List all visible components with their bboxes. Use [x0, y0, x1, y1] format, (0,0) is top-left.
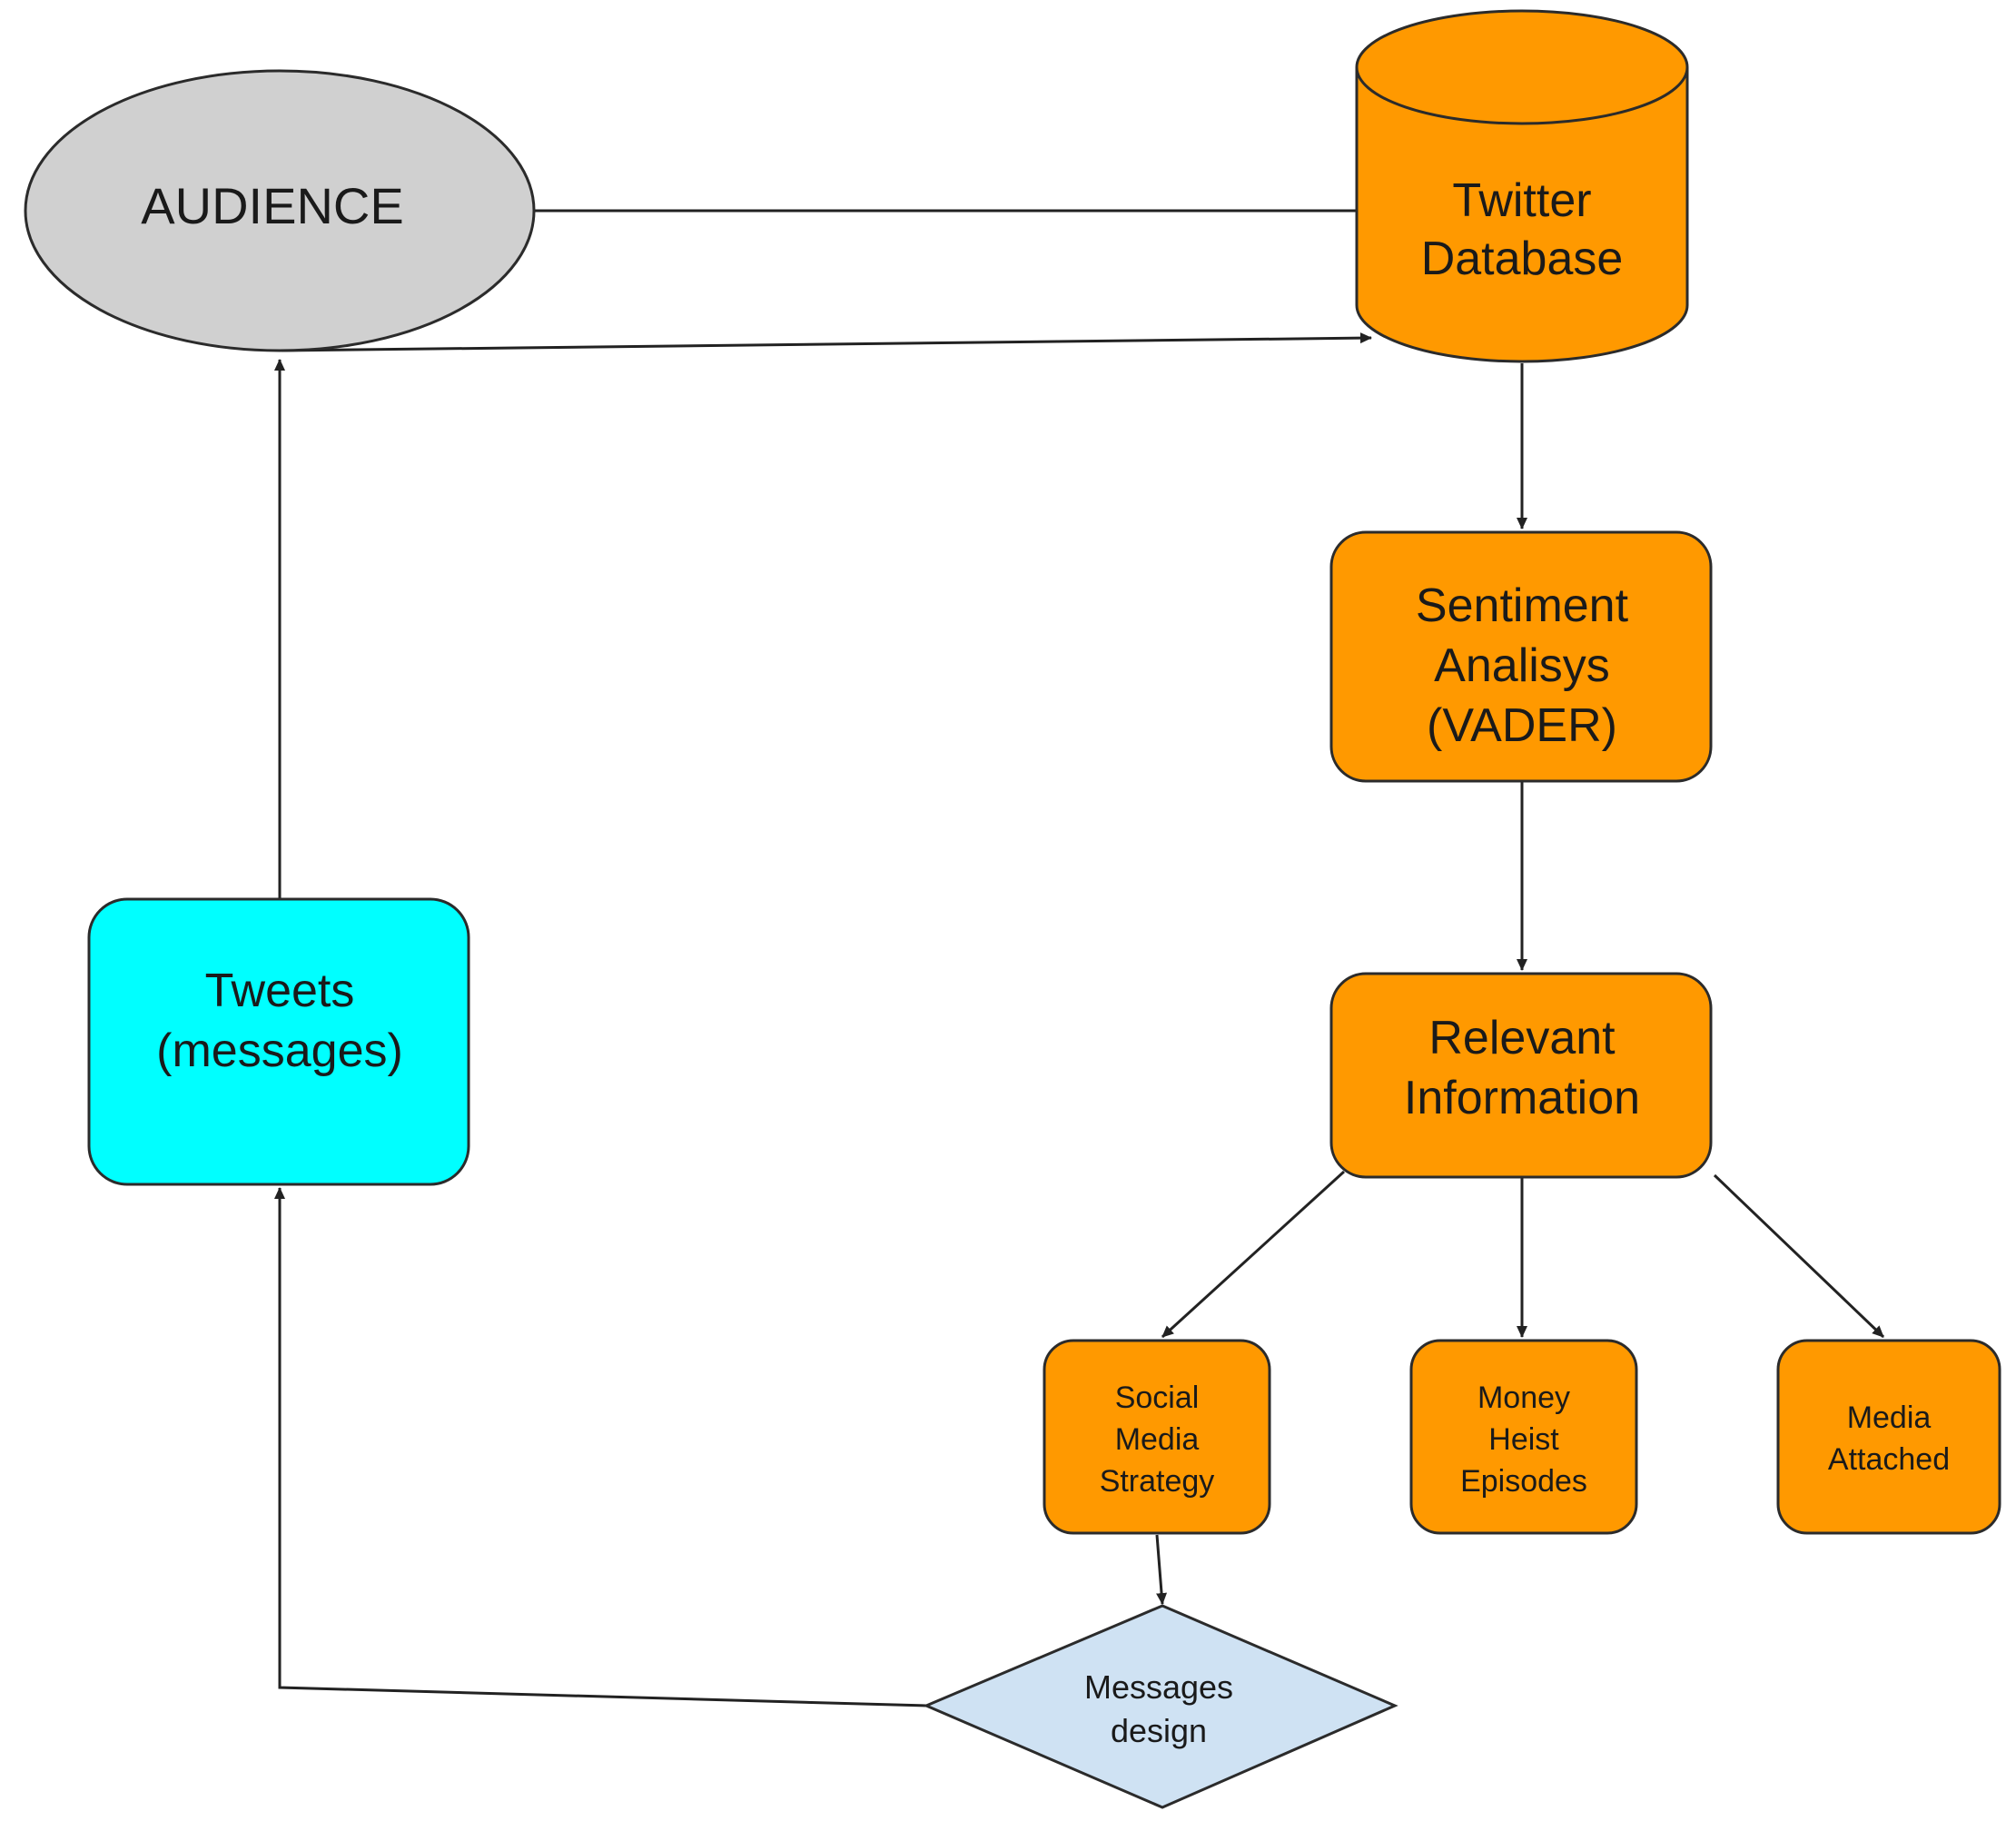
tweets-label-line2: (messages) — [156, 1024, 403, 1077]
social-label-line3: Strategy — [1100, 1464, 1215, 1499]
edge-messages-to-tweets — [274, 1187, 927, 1707]
messages-label-line2: design — [1111, 1712, 1207, 1749]
node-social-media-strategy: Social Media Strategy — [1043, 1339, 1271, 1535]
media-label-line1: Media — [1847, 1400, 1932, 1435]
messages-diamond — [923, 1604, 1398, 1809]
audience-label: AUDIENCE — [141, 177, 403, 234]
money-label-line1: Money — [1477, 1381, 1570, 1415]
media-label-line2: Attached — [1828, 1442, 1950, 1477]
twitter-db-cylinder-body — [1355, 67, 1689, 363]
twitter-db-cylinder-top — [1355, 9, 1689, 125]
node-media-attached: Media Attached — [1776, 1339, 2001, 1535]
audience-ellipse — [24, 69, 536, 352]
money-label-line2: Heist — [1488, 1422, 1559, 1457]
edge-audience-to-twitter-db-bottom — [281, 332, 1372, 352]
tweets-box — [87, 897, 470, 1186]
edge-relevant-to-media — [1713, 1173, 1885, 1339]
node-relevant-information: Relevant Information — [1329, 972, 1713, 1179]
node-money-heist-episodes: Money Heist Episodes — [1409, 1339, 1638, 1535]
relevant-label-line2: Information — [1404, 1072, 1640, 1124]
edge-social-to-messages — [1155, 1534, 1168, 1605]
social-box — [1043, 1339, 1271, 1535]
sentiment-label-line3: (VADER) — [1427, 699, 1617, 752]
sentiment-label-line1: Sentiment — [1416, 579, 1629, 632]
social-label-line2: Media — [1115, 1422, 1200, 1457]
twitter-db-label-line1: Twitter — [1452, 174, 1591, 227]
media-box — [1776, 1339, 2001, 1535]
messages-label-line1: Messages — [1084, 1668, 1233, 1706]
node-messages-design: Messages design — [923, 1604, 1398, 1809]
money-box — [1409, 1339, 1638, 1535]
node-twitter-database: Twitter Database — [1355, 9, 1689, 363]
sentiment-box — [1329, 530, 1713, 783]
money-label-line3: Episodes — [1460, 1464, 1587, 1499]
twitter-db-label-line2: Database — [1421, 233, 1624, 285]
tweets-label-line1: Tweets — [205, 965, 355, 1017]
edge-relevant-to-social — [1161, 1170, 1346, 1339]
node-audience: AUDIENCE — [24, 69, 536, 352]
social-label-line1: Social — [1115, 1381, 1200, 1415]
relevant-box — [1329, 972, 1713, 1179]
relevant-label-line1: Relevant — [1428, 1012, 1616, 1064]
node-sentiment-analysis: Sentiment Analisys (VADER) — [1329, 530, 1713, 783]
node-tweets: Tweets (messages) — [87, 897, 470, 1186]
edges — [274, 205, 1885, 1707]
sentiment-label-line2: Analisys — [1434, 639, 1610, 692]
